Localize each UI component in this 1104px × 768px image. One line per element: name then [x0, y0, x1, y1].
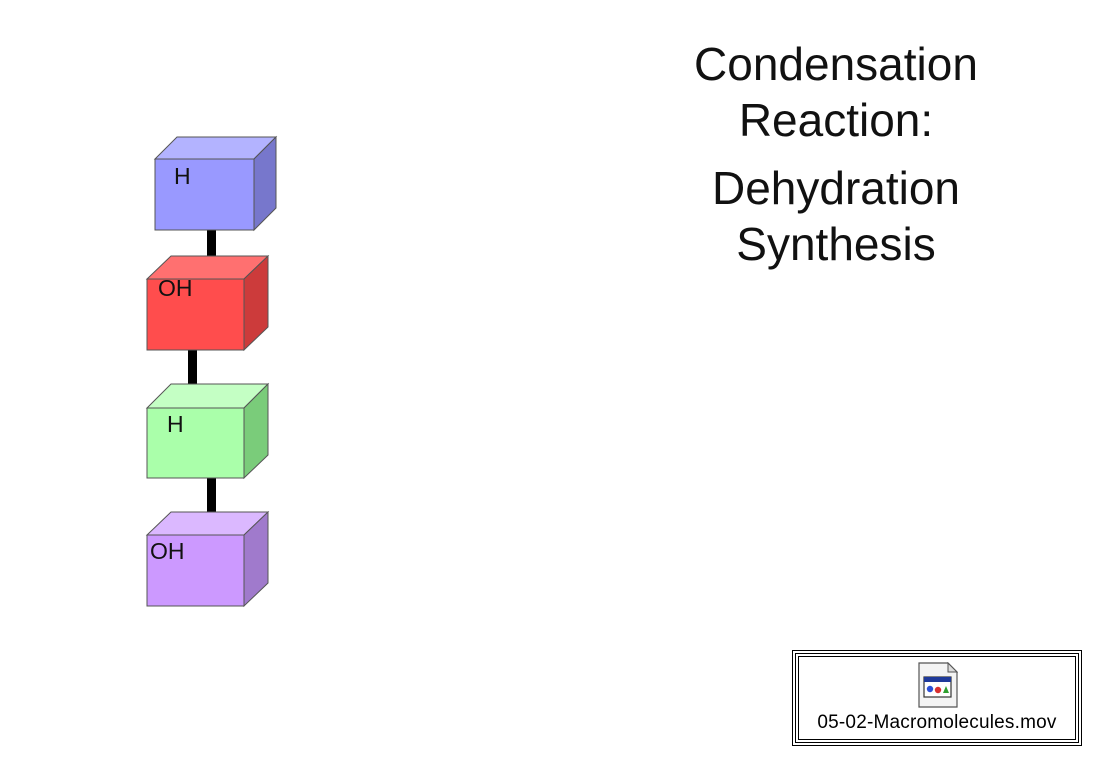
title-line-2: Reaction: [738, 94, 934, 146]
monomer-block-4: OH [145, 510, 270, 608]
monomer-block-3: H [145, 382, 270, 480]
block-label: H [167, 411, 184, 437]
block-front-face [146, 407, 245, 479]
block-front-face [154, 158, 255, 231]
title-line-3: Dehydration [711, 162, 961, 214]
monomer-block-2: OH [145, 254, 270, 352]
block-label: OH [150, 538, 185, 564]
block-label: OH [158, 275, 193, 301]
movie-attachment[interactable]: 05-02-Macromolecules.mov [792, 650, 1082, 746]
title-line-1: Condensation [694, 38, 978, 90]
block-front-face [146, 278, 245, 351]
movie-filename: 05-02-Macromolecules.mov [817, 712, 1057, 733]
bond-connector [207, 478, 216, 512]
slide-title: Condensation Reaction: Dehydration Synth… [640, 36, 1032, 272]
bond-connector [207, 230, 216, 257]
block-label: H [174, 163, 191, 189]
block-front-face [146, 534, 245, 607]
bond-connector [188, 350, 197, 384]
movie-file-icon [918, 662, 958, 708]
monomer-block-1: H [153, 135, 278, 232]
title-line-4: Synthesis [736, 218, 936, 270]
